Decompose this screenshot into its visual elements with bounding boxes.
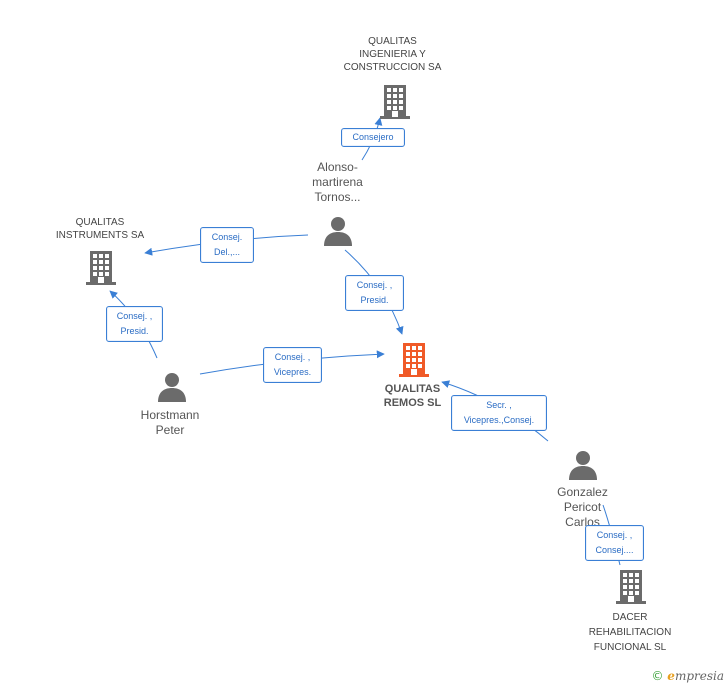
node-label-qualitas-remos[interactable]: QUALITAS REMOS SL xyxy=(383,383,442,409)
building-icon[interactable] xyxy=(616,570,646,604)
empresia-logo[interactable]: © empresia xyxy=(651,669,724,683)
node-label-gonzalez[interactable]: Gonzalez Pericot Carlos xyxy=(557,485,608,529)
node-label-horstmann[interactable]: Horstmann Peter xyxy=(140,408,200,437)
edge-label-alonso-instruments[interactable]: Consej. Del.,... xyxy=(200,227,254,263)
person-icon[interactable] xyxy=(158,373,186,402)
node-label-qualitas-ingenieria[interactable]: QUALITAS INGENIERIA Y CONSTRUCCION SA xyxy=(343,36,442,73)
node-label-alonso[interactable]: Alonso- martirena Tornos... xyxy=(312,160,363,204)
edge-label-horstmann-remos[interactable]: Consej. , Vicepres. xyxy=(263,347,322,383)
edge-label-alonso-ingenieria[interactable]: Consejero xyxy=(341,128,405,147)
person-icon[interactable] xyxy=(569,451,597,480)
person-icon[interactable] xyxy=(324,217,352,246)
brand-first-letter: e xyxy=(667,669,675,683)
node-label-dacer[interactable]: DACER REHABILITACION FUNCIONAL SL xyxy=(588,612,672,653)
brand-name-rest: mpresia xyxy=(674,669,724,683)
building-icon[interactable] xyxy=(380,85,410,119)
building-icon[interactable] xyxy=(86,251,116,285)
edge-label-gonzalez-dacer[interactable]: Consej. , Consej.... xyxy=(585,525,644,561)
edge-label-alonso-remos[interactable]: Consej. , Presid. xyxy=(345,275,404,311)
building-icon[interactable] xyxy=(399,343,429,377)
copyright-symbol: © xyxy=(651,669,664,683)
edge-label-horstmann-instruments[interactable]: Consej. , Presid. xyxy=(106,306,163,342)
edge-label-gonzalez-remos[interactable]: Secr. , Vicepres.,Consej. xyxy=(451,395,547,431)
node-label-qualitas-instruments[interactable]: QUALITAS INSTRUMENTS SA xyxy=(55,217,145,241)
